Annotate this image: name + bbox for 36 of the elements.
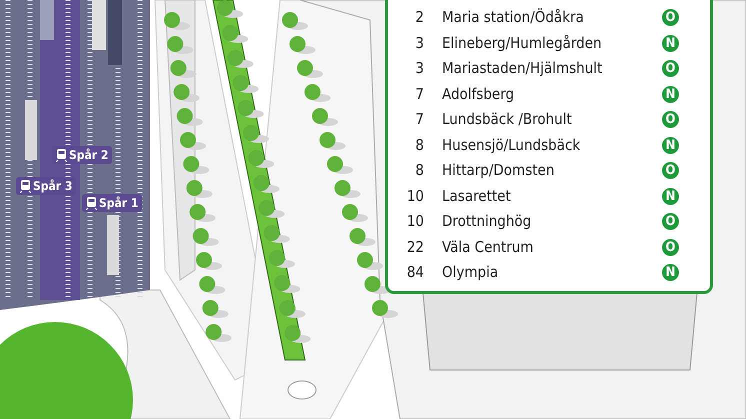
route-number: 22 <box>406 238 424 256</box>
direction-marker: O <box>662 238 679 256</box>
track-label: Spår 2 <box>69 148 108 162</box>
route-number: 7 <box>414 110 424 128</box>
direction-marker: N <box>662 136 679 154</box>
direction-marker: O <box>662 162 679 179</box>
destination-name: Maria station/Ödåkra <box>442 8 584 26</box>
destination-name: Mariastaden/Hjälmshult <box>442 59 602 77</box>
route-number: 8 <box>414 136 424 154</box>
direction-marker: O <box>662 111 679 128</box>
destination-name: Adolfsberg <box>442 84 514 102</box>
direction-marker: O <box>662 9 679 26</box>
route-number: 10 <box>406 186 424 204</box>
direction-marker: O <box>662 60 679 77</box>
direction-marker: O <box>662 213 679 230</box>
track-label: Spår 3 <box>33 179 72 193</box>
destination-name: Husensjö/Lundsbäck <box>442 136 580 154</box>
route-number: 2 <box>414 8 424 26</box>
route-number: 8 <box>414 161 424 179</box>
track-label: Spår 1 <box>99 196 138 210</box>
route-number: 7 <box>414 84 424 102</box>
direction-marker: N <box>662 188 679 204</box>
direction-marker: N <box>662 34 679 52</box>
direction-marker: N <box>662 264 679 281</box>
route-number: 10 <box>406 212 424 230</box>
direction-marker: N <box>662 86 679 102</box>
route-number: 3 <box>414 34 424 52</box>
destination-name: Hittarp/Domsten <box>442 161 554 179</box>
route-number: 3 <box>414 59 424 77</box>
destination-name: Olympia <box>442 263 498 281</box>
destination-name: Lundsbäck /Brohult <box>442 110 572 128</box>
route-number: 84 <box>406 263 424 281</box>
destination-name: Drottninghög <box>442 212 532 230</box>
destination-name: Lasarettet <box>442 186 511 204</box>
destination-name: Elineberg/Humlegården <box>442 34 602 52</box>
destination-name: Väla Centrum <box>442 238 534 256</box>
